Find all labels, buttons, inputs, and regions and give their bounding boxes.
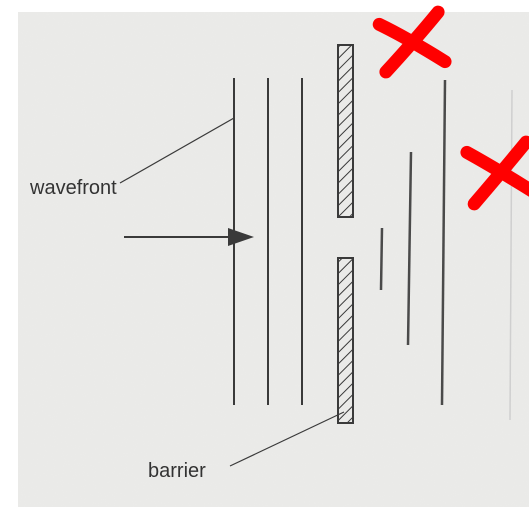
diffracted-wave-4-faint xyxy=(509,89,513,421)
wavefront-label: wavefront xyxy=(29,177,117,199)
wavefront-leader-line xyxy=(119,117,235,184)
barrier-upper xyxy=(337,44,354,218)
diffracted-wave-2 xyxy=(406,151,413,346)
cross-icon xyxy=(372,5,452,79)
barrier-label: barrier xyxy=(148,460,206,482)
barrier-leader-line xyxy=(229,411,345,467)
diffracted-wave-1 xyxy=(379,227,384,291)
direction-arrow-head xyxy=(228,228,254,246)
paper-grain xyxy=(18,12,529,507)
barrier-lower xyxy=(337,257,354,424)
diffracted-wave-3 xyxy=(440,79,447,406)
cross-icon xyxy=(460,135,529,211)
